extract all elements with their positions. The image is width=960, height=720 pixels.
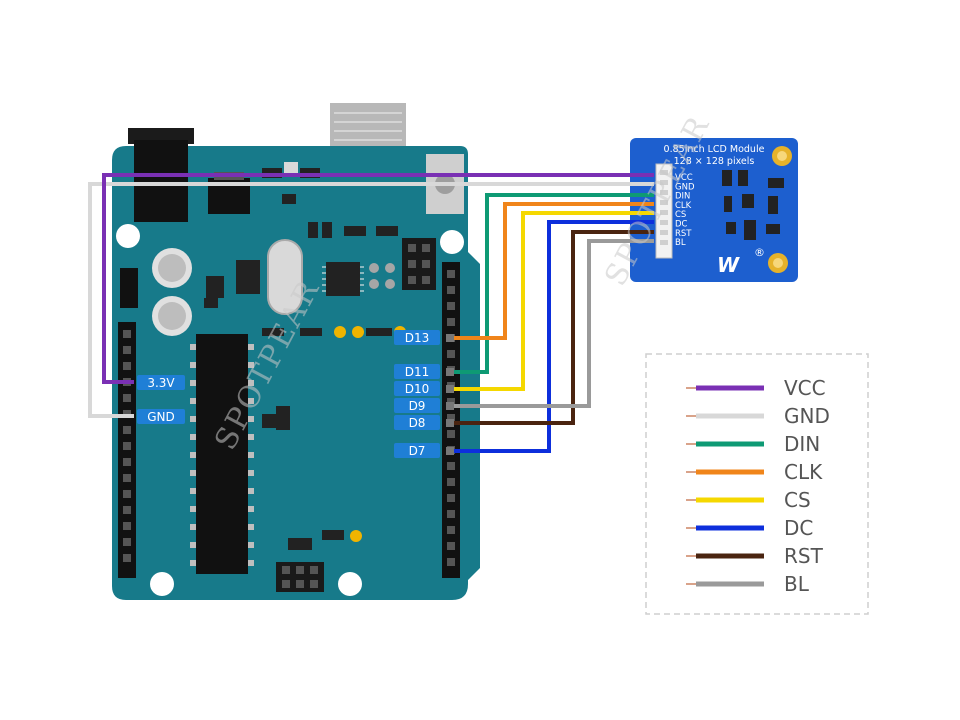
power-pin-label-3v3: 3.3V xyxy=(137,375,185,390)
legend-label: BL xyxy=(784,572,810,596)
wires xyxy=(88,173,654,453)
waveshare-logo: W xyxy=(717,253,740,277)
led xyxy=(352,326,364,338)
svg-text:3.3V: 3.3V xyxy=(147,376,175,390)
legend-frame xyxy=(645,353,869,615)
legend-label: RST xyxy=(784,544,824,568)
digital-pin-label-d10: D10 xyxy=(394,381,454,396)
module-mount-hole-inner xyxy=(777,151,787,161)
lcd-module: 0.85inch LCD Module 128 × 128 pixels VCC… xyxy=(630,138,798,282)
legend-item-gnd: GND xyxy=(686,404,830,428)
wire-din xyxy=(452,193,654,374)
wire-vcc xyxy=(102,173,654,384)
pad xyxy=(369,263,379,273)
icsp-bottom-pins xyxy=(282,566,318,588)
module-pin-din: DIN xyxy=(675,192,690,202)
capacitor-top xyxy=(158,254,186,282)
module-pin-rst: RST xyxy=(675,229,692,239)
module-pin-clk: CLK xyxy=(675,201,692,211)
mount-hole xyxy=(150,572,174,596)
chip-pins xyxy=(322,266,364,292)
pad xyxy=(385,279,395,289)
power-pin-label-gnd: GND xyxy=(137,409,185,424)
crystal xyxy=(267,239,303,315)
module-pin-gnd: GND xyxy=(675,182,695,192)
atmega-pins xyxy=(190,344,254,566)
digital-pin-label-d7: D7 xyxy=(394,443,454,458)
smd-led xyxy=(284,162,298,174)
wire-cs xyxy=(452,211,654,391)
legend: VCC GND DIN CLK CS DC RST BL xyxy=(645,353,869,615)
digital-pin-text: D13 xyxy=(405,331,430,345)
module-pin-vcc: VCC xyxy=(675,173,693,183)
icsp-pins xyxy=(408,244,430,284)
left-header-pins xyxy=(123,330,131,562)
diode xyxy=(120,268,138,308)
legend-label: DC xyxy=(784,516,813,540)
wire-rst xyxy=(452,230,654,425)
module-mount-hole-inner xyxy=(773,258,783,268)
led xyxy=(350,530,362,542)
legend-label: CLK xyxy=(784,460,823,484)
legend-item-clk: CLK xyxy=(686,460,823,484)
registered-mark: ® xyxy=(754,246,765,259)
legend-label: VCC xyxy=(784,376,826,400)
mount-hole xyxy=(116,224,140,248)
pad xyxy=(385,263,395,273)
digital-pin-text: D9 xyxy=(409,399,426,413)
atmega-chip xyxy=(196,334,248,574)
module-pin-bl: BL xyxy=(675,238,686,248)
wire-clk xyxy=(452,202,654,340)
digital-pin-label-d13: D13 xyxy=(394,330,454,345)
mount-hole xyxy=(440,230,464,254)
module-pin-dc: DC xyxy=(675,220,688,230)
wire-dc xyxy=(452,220,654,453)
small-ic xyxy=(236,260,260,294)
module-subtitle: 128 × 128 pixels xyxy=(674,156,755,167)
module-title: 0.85inch LCD Module xyxy=(664,144,765,155)
digital-pin-text: D8 xyxy=(409,416,426,430)
digital-pin-text: D11 xyxy=(405,365,430,379)
usb-controller-chip xyxy=(326,262,360,296)
svg-text:GND: GND xyxy=(147,410,175,424)
legend-item-bl: BL xyxy=(686,572,810,596)
legend-item-vcc: VCC xyxy=(686,376,826,400)
led xyxy=(334,326,346,338)
digital-pin-text: D7 xyxy=(409,444,426,458)
wire-gnd xyxy=(88,182,654,418)
module-components xyxy=(722,170,784,240)
digital-pin-label-d9: D9 xyxy=(394,398,454,413)
pad xyxy=(369,279,379,289)
capacitor-top xyxy=(158,302,186,330)
mount-hole xyxy=(338,572,362,596)
digital-pin-label-d11: D11 xyxy=(394,364,454,379)
icsp-header xyxy=(402,238,436,290)
small-ic xyxy=(206,276,224,298)
legend-item-dc: DC xyxy=(686,516,813,540)
legend-label: DIN xyxy=(784,432,820,456)
legend-item-cs: CS xyxy=(686,488,811,512)
legend-item-din: DIN xyxy=(686,432,820,456)
module-connector-contacts xyxy=(660,170,668,245)
legend-label: GND xyxy=(784,404,830,428)
digital-pin-text: D10 xyxy=(405,382,430,396)
power-jack xyxy=(134,140,188,222)
legend-label: CS xyxy=(784,488,811,512)
wire-bl xyxy=(452,239,654,408)
legend-item-rst: RST xyxy=(686,544,824,568)
digital-pin-label-d8: D8 xyxy=(394,415,454,430)
module-pin-cs: CS xyxy=(675,210,686,220)
arduino-board xyxy=(112,103,480,600)
